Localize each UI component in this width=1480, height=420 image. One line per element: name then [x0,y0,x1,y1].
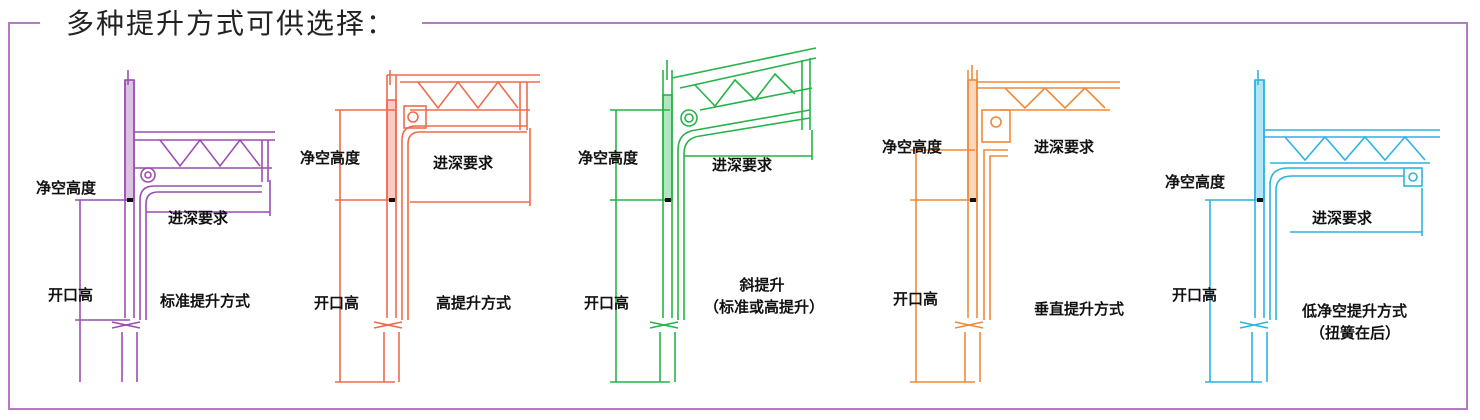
label-depth: 进深要求 [168,209,229,227]
diagram-sloped: 净空高度 进深要求 开口高 斜提升 （标准或高提升） [578,47,824,383]
label-clear-height: 净空高度 [300,149,361,167]
caption-vertical: 垂直提升方式 [1034,300,1124,318]
label-clear-height: 净空高度 [882,138,943,156]
label-depth: 进深要求 [1312,209,1373,227]
label-clear-height: 净空高度 [1165,173,1226,191]
label-opening: 开口高 [314,294,359,312]
caption-sloped: 斜提升 [738,276,784,294]
diagram-high: 净空高度 进深要求 开口高 高提升方式 [300,70,540,383]
label-depth: 进深要求 [1034,138,1095,156]
diagram-vertical: 净空高度 进深要求 开口高 垂直提升方式 [882,65,1124,383]
caption-standard: 标准提升方式 [159,292,250,310]
label-depth: 进深要求 [712,156,773,174]
label-depth: 进深要求 [433,154,494,172]
page-title: 多种提升方式可供选择： [40,4,423,44]
label-opening: 开口高 [48,286,93,304]
caption-low-headroom-sub: （扭簧在后） [1310,324,1400,342]
diagram-standard: 净空高度 进深要求 开口高 标准提升方式 [36,70,275,382]
label-clear-height: 净空高度 [578,149,639,167]
label-clear-height: 净空高度 [36,179,97,197]
label-opening: 开口高 [1172,286,1217,304]
label-opening: 开口高 [584,294,629,312]
caption-low-headroom: 低净空提升方式 [1301,302,1407,320]
diagram-low-headroom: 净空高度 进深要求 开口高 低净空提升方式 （扭簧在后） [1165,70,1440,383]
diagram-frame [8,22,1468,410]
label-opening: 开口高 [893,290,938,308]
caption-sloped-sub: （标准或高提升） [704,298,824,316]
caption-high: 高提升方式 [436,294,511,312]
